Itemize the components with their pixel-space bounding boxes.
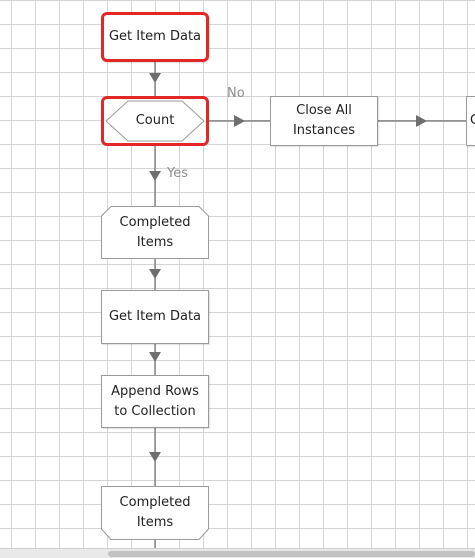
edge-label-yes: Yes bbox=[167, 166, 188, 181]
horizontal-scrollbar[interactable] bbox=[0, 548, 475, 558]
decision-node-count[interactable]: Count bbox=[101, 96, 209, 146]
arrow-right-icon bbox=[416, 115, 427, 127]
action-node-offscreen[interactable]: C bbox=[466, 96, 475, 146]
arrow-down-icon bbox=[149, 269, 161, 279]
action-node-append-rows[interactable]: Append Rows to Collection bbox=[101, 375, 209, 428]
scrollbar-thumb[interactable] bbox=[108, 551, 475, 557]
action-node-get-item-data-2[interactable]: Get Item Data bbox=[101, 290, 209, 344]
action-node-close-all-instances[interactable]: Close All Instances bbox=[270, 96, 378, 146]
end-node-completed-items[interactable]: Completed Items bbox=[101, 486, 209, 540]
page-node-completed-items[interactable]: Completed Items bbox=[101, 206, 209, 259]
node-label: Get Item Data bbox=[108, 29, 202, 44]
action-node-get-item-data[interactable]: Get Item Data bbox=[101, 12, 209, 62]
node-label: Close All Instances bbox=[292, 103, 356, 138]
node-label: Completed Items bbox=[119, 495, 191, 530]
arrow-down-icon bbox=[149, 73, 161, 83]
node-label: Append Rows to Collection bbox=[111, 383, 199, 419]
node-label: Get Item Data bbox=[108, 309, 202, 324]
arrow-down-icon bbox=[149, 171, 161, 181]
arrow-right-icon bbox=[234, 115, 245, 127]
node-label: Count bbox=[135, 113, 175, 128]
edge-label-no: No bbox=[227, 86, 245, 101]
node-label: C bbox=[470, 113, 475, 128]
decision-diamond-shape bbox=[105, 100, 205, 142]
page-shape bbox=[101, 206, 209, 259]
node-label: Completed Items bbox=[119, 214, 191, 250]
arrow-down-icon bbox=[149, 352, 161, 362]
arrow-down-icon bbox=[149, 452, 161, 462]
end-page-shape bbox=[101, 486, 209, 540]
